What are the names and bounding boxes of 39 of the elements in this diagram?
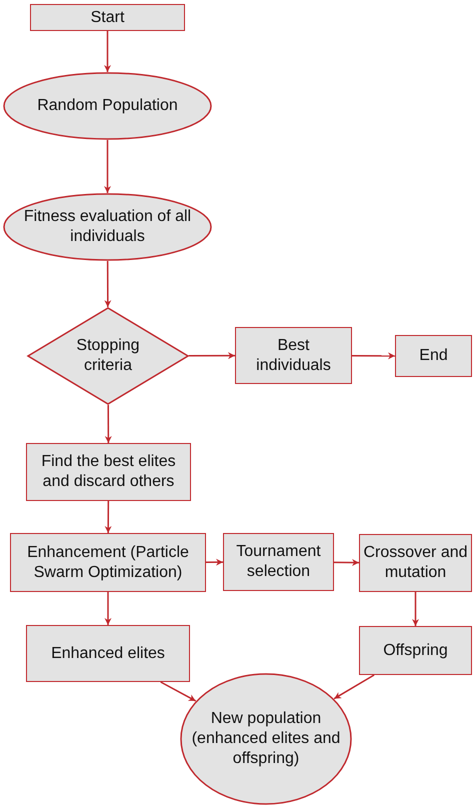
node-label: New population (enhanced elites and offspring) xyxy=(191,709,341,769)
decision-diamond xyxy=(27,307,189,405)
arrow xyxy=(104,501,112,533)
arrow xyxy=(104,592,112,625)
process-box xyxy=(235,327,352,384)
process-ellipse xyxy=(180,673,352,805)
process-box xyxy=(26,443,191,501)
node-label: Crossover and mutation xyxy=(362,543,469,583)
arrow xyxy=(188,352,235,360)
node-label: Enhancement (Particle Swarm Optimization) xyxy=(26,542,190,582)
node-label: Random Population xyxy=(37,96,178,116)
process-box xyxy=(395,335,472,377)
arrow xyxy=(352,352,395,360)
arrow xyxy=(104,31,111,72)
node-label: Start xyxy=(90,8,124,28)
arrow xyxy=(206,558,223,566)
node-label: Find the best elites and discard others xyxy=(40,452,177,492)
arrow xyxy=(104,261,112,308)
arrow xyxy=(334,674,374,700)
process-box xyxy=(30,4,185,31)
process-box xyxy=(359,626,472,675)
arrow xyxy=(160,681,196,702)
arrow xyxy=(334,559,359,566)
process-box xyxy=(359,534,472,592)
process-ellipse xyxy=(3,193,212,261)
arrow xyxy=(412,592,419,626)
arrow xyxy=(104,140,111,193)
node-label: Offspring xyxy=(383,640,448,660)
arrow xyxy=(104,404,112,443)
process-box xyxy=(10,533,206,592)
node-label: Tournament selection xyxy=(235,542,322,582)
node-label: End xyxy=(419,346,448,366)
node-label: Enhanced elites xyxy=(51,644,165,664)
node-label: Best individuals xyxy=(255,336,332,376)
process-box xyxy=(223,533,334,591)
process-ellipse xyxy=(3,72,212,140)
node-label: Stopping criteria xyxy=(75,336,141,376)
process-box xyxy=(26,625,190,682)
node-label: Fitness evaluation of all individuals xyxy=(22,207,192,247)
